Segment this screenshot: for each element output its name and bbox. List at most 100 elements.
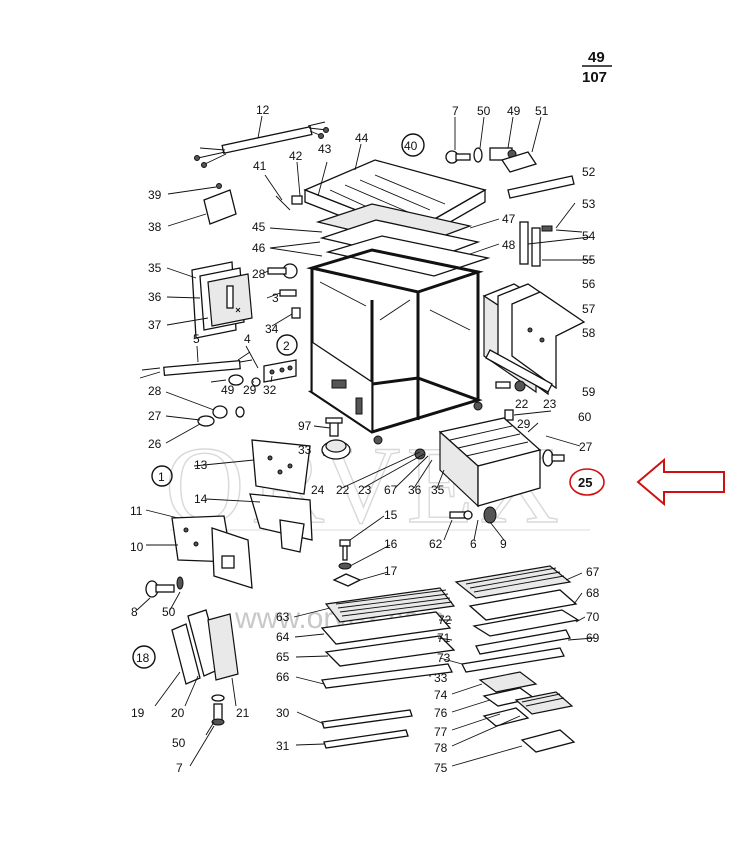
part-terminal-32: [263, 359, 297, 383]
part-label-60: 60: [578, 410, 592, 424]
part-bolt-8: [145, 580, 175, 598]
part-label-23: 23: [358, 483, 372, 497]
part-label-49: 49: [507, 104, 521, 118]
part-label-7: 7: [452, 104, 459, 118]
part-label-45: 45: [252, 220, 266, 234]
part-label-34: 34: [265, 322, 279, 336]
part-label-13: 13: [194, 458, 208, 472]
part-label-63: 63: [276, 610, 290, 624]
part-label-5: 5: [193, 332, 200, 346]
part-label-41: 41: [253, 159, 267, 173]
part-label-31: 31: [276, 739, 290, 753]
part-label-29: 29: [517, 417, 531, 431]
part-label-39: 39: [148, 188, 162, 202]
part-nut-23a: [514, 380, 526, 392]
highlight-part-25-label: 25: [578, 475, 592, 490]
part-label-71: 71: [437, 631, 451, 645]
part-label-68: 68: [586, 586, 600, 600]
part-label-57: 57: [582, 302, 596, 316]
part-tube-5: [139, 351, 253, 379]
page-number-top: 49: [588, 49, 605, 66]
part-lamp-24: [321, 439, 351, 460]
part-screw-41: [275, 195, 291, 211]
part-label-20: 20: [171, 706, 185, 720]
part-knob-28: [267, 263, 298, 279]
part-ring-29: [251, 377, 261, 387]
part-label-43: 43: [318, 142, 332, 156]
svg-text:40: 40: [404, 139, 418, 153]
part-label-32: 32: [263, 383, 277, 397]
part-label-53: 53: [582, 197, 596, 211]
part-label-66: 66: [276, 670, 290, 684]
part-bolt-7b: [211, 703, 225, 726]
part-label-70: 70: [586, 610, 600, 624]
part-label-64: 64: [276, 630, 290, 644]
part-label-52: 52: [582, 165, 596, 179]
part-label-11: 11: [130, 504, 143, 518]
part-cap-26: [197, 415, 215, 427]
part-pin-42: [291, 195, 303, 205]
part-label-67: 67: [586, 565, 600, 579]
part-label-10: 10: [130, 540, 144, 554]
part-label-33: 33: [298, 443, 312, 457]
part-label-24: 24: [311, 483, 325, 497]
part-label-19: 19: [131, 706, 145, 720]
part-label-50: 50: [477, 104, 491, 118]
part-label-75: 75: [434, 761, 448, 775]
leader-lines: [136, 115, 595, 767]
part-panel-14: [249, 493, 313, 553]
part-switch-28b: [212, 405, 245, 419]
part-washer-50c: [211, 694, 225, 702]
part-label-29: 29: [243, 383, 257, 397]
part-plate-75: [520, 729, 576, 753]
part-label-35: 35: [431, 483, 445, 497]
part-label-77: 77: [434, 725, 448, 739]
part-bracket-10-11: [171, 515, 253, 589]
part-label-50: 50: [162, 605, 176, 619]
part-label-27: 27: [579, 440, 593, 454]
part-label-56: 56: [582, 277, 596, 291]
part-label-21: 21: [236, 706, 250, 720]
part-screw-3: [279, 289, 297, 297]
part-strip-55: [531, 227, 541, 267]
part-bulb-49b: [228, 374, 244, 386]
part-screw-53: [541, 225, 553, 232]
part-strip-30: [321, 709, 413, 729]
part-label-22: 22: [336, 483, 350, 497]
part-plate-64: [320, 611, 452, 645]
part-grille-67: [454, 565, 572, 599]
group-label-40: 40: [401, 133, 425, 157]
part-grille-63: [324, 587, 456, 623]
highlight-part-25[interactable]: 25: [569, 468, 605, 496]
part-label-4: 4: [244, 332, 251, 346]
part-label-69: 69: [586, 631, 600, 645]
part-label-76: 76: [434, 706, 448, 720]
part-screw-15: [339, 539, 351, 561]
part-label-72: 72: [438, 613, 452, 627]
part-label-54: 54: [582, 229, 596, 243]
part-label-27: 27: [148, 409, 162, 423]
part-number-labels: 12 7 50 49 51 44 41 42 43 39 38 45 46 47…: [130, 103, 600, 775]
svg-text:2: 2: [283, 339, 290, 353]
part-label-55: 55: [582, 253, 596, 267]
part-label-30: 30: [276, 706, 290, 720]
part-label-44: 44: [355, 131, 369, 145]
part-plate-70: [472, 609, 580, 637]
part-strip-69: [475, 629, 571, 655]
part-label-50: 50: [172, 736, 186, 750]
part-plate-68: [468, 589, 578, 621]
part-label-8: 8: [131, 605, 138, 619]
part-label-42: 42: [289, 149, 303, 163]
part-cable-12: [194, 121, 329, 168]
part-label-74: 74: [434, 688, 448, 702]
part-label-12: 12: [256, 103, 270, 117]
group-label-18: 18: [132, 645, 156, 669]
part-label-22: 22: [515, 397, 529, 411]
part-label-48: 48: [502, 238, 516, 252]
svg-text:18: 18: [136, 651, 150, 665]
part-label-49: 49: [221, 383, 235, 397]
page-number: 49 107: [582, 49, 612, 86]
part-label-9: 9: [500, 537, 507, 551]
part-bracket-51: [500, 151, 538, 173]
part-grille-74-78: [478, 671, 574, 727]
